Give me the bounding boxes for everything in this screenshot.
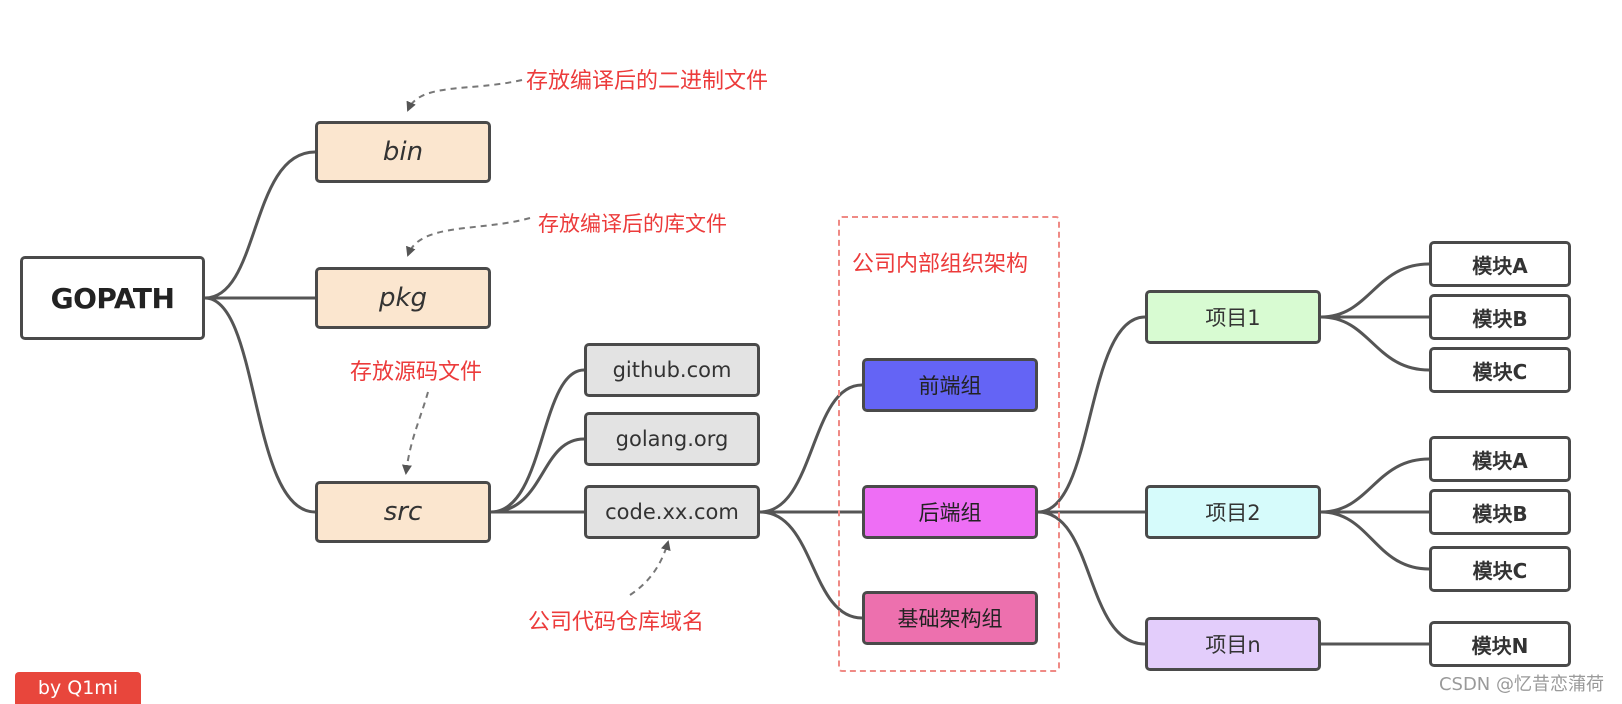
edge-code-frontend bbox=[759, 383, 863, 514]
org-structure-title: 公司内部组织架构 bbox=[852, 252, 1029, 277]
pkg-node: pkg bbox=[315, 267, 491, 329]
org-structure-box bbox=[838, 216, 1060, 672]
project-2-node: 项目2 bbox=[1145, 485, 1321, 539]
src-node: src bbox=[315, 481, 491, 543]
p1-module-b: 模块B bbox=[1429, 294, 1571, 340]
edge-backend-p1 bbox=[1037, 315, 1146, 514]
p2-module-b: 模块B bbox=[1429, 489, 1571, 535]
arrow-src-note bbox=[402, 391, 429, 475]
project-n-node: 项目n bbox=[1145, 617, 1321, 671]
github-node: github.com bbox=[584, 343, 760, 397]
watermark: CSDN @忆昔恋蒲荷 bbox=[1438, 674, 1604, 695]
bin-node: bin bbox=[315, 121, 491, 183]
p1-module-c: 模块C bbox=[1429, 347, 1571, 393]
author-badge: by Q1mi bbox=[15, 672, 141, 704]
p2-module-a: 模块A bbox=[1429, 436, 1571, 482]
project-1-node: 项目1 bbox=[1145, 290, 1321, 344]
pn-module-n: 模块N bbox=[1429, 621, 1571, 667]
edge-src-github bbox=[490, 368, 585, 514]
p2-module-c: 模块C bbox=[1429, 546, 1571, 592]
edge-p2-modC bbox=[1320, 510, 1430, 571]
infra-team-node: 基础架构组 bbox=[862, 591, 1038, 645]
arrow-domain-note bbox=[629, 540, 671, 596]
bin-annotation: 存放编译后的二进制文件 bbox=[526, 69, 769, 94]
edge-gopath-src bbox=[204, 296, 316, 514]
edge-p2-modA bbox=[1320, 457, 1430, 514]
domain-annotation: 公司代码仓库域名 bbox=[528, 610, 705, 635]
frontend-team-node: 前端组 bbox=[862, 358, 1038, 412]
edge-p1-modA bbox=[1320, 262, 1430, 319]
edge-gopath-bin bbox=[204, 150, 316, 300]
edge-backend-pn bbox=[1037, 510, 1146, 646]
src-annotation: 存放源码文件 bbox=[350, 360, 483, 385]
arrow-bin-note bbox=[406, 79, 523, 112]
edge-p1-modC bbox=[1320, 315, 1430, 372]
pkg-annotation: 存放编译后的库文件 bbox=[538, 212, 727, 236]
gopath-node: GOPATH bbox=[20, 256, 205, 340]
golang-node: golang.org bbox=[584, 412, 760, 466]
p1-module-a: 模块A bbox=[1429, 241, 1571, 287]
code-domain-node: code.xx.com bbox=[584, 485, 760, 539]
edge-src-golang bbox=[490, 437, 585, 514]
arrow-pkg-note bbox=[406, 217, 531, 257]
edge-code-infra bbox=[759, 510, 863, 620]
backend-team-node: 后端组 bbox=[862, 485, 1038, 539]
